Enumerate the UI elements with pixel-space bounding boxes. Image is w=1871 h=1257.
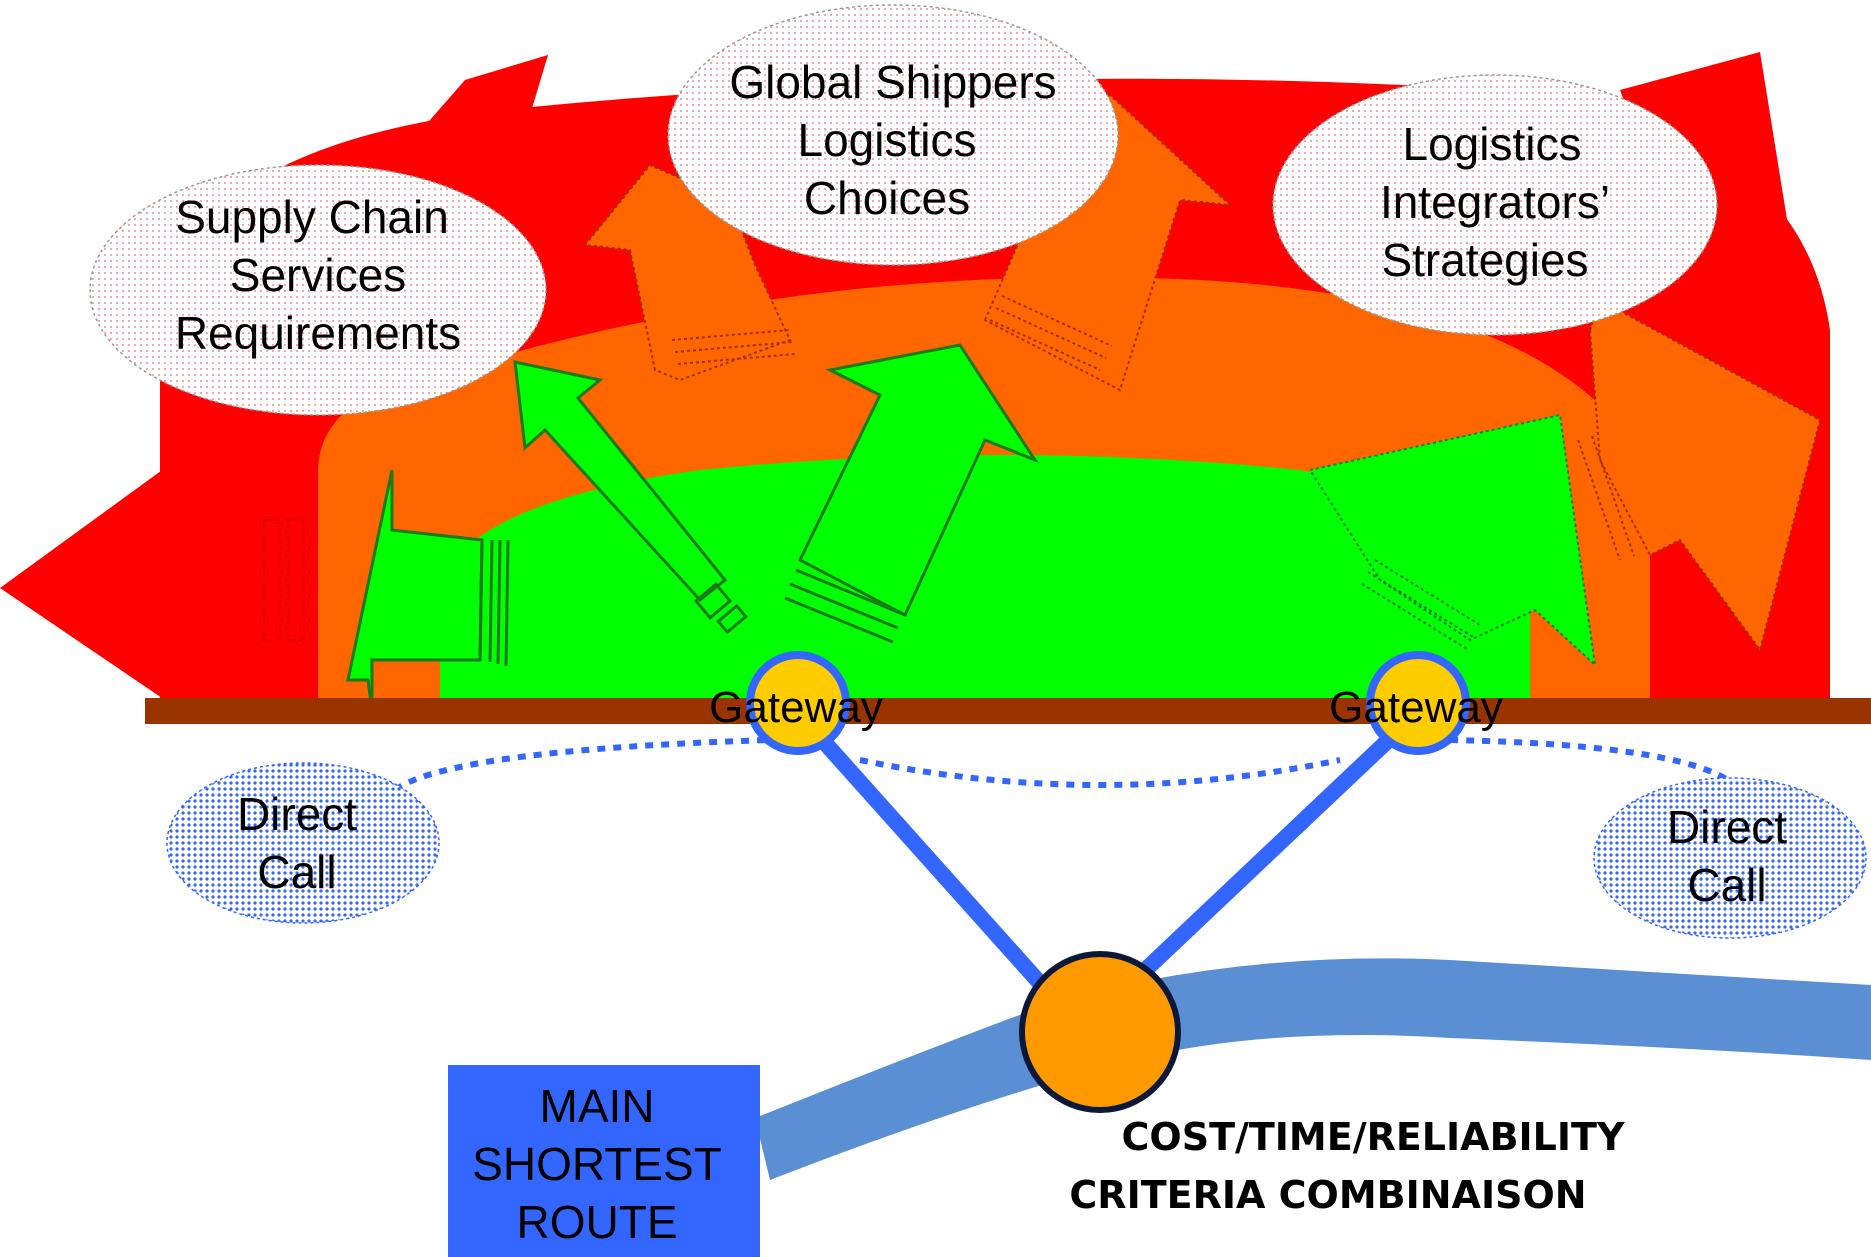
bubble-integrators-line1: Logistics (1403, 118, 1582, 170)
bubble-supply-chain: Supply Chain Services Requirements (89, 164, 547, 416)
main-route-line1: MAIN (540, 1080, 655, 1132)
direct-call-right-line1: Direct (1667, 801, 1787, 853)
bubble-integrators-line2: Integrators’ (1380, 176, 1610, 228)
direct-call-left: Direct Call (166, 762, 440, 924)
bubble-global-shippers-line2: Logistics (798, 114, 977, 166)
top-left-red-arrow (395, 55, 580, 220)
direct-call-links (393, 737, 1743, 793)
bubble-supply-chain-line1: Supply Chain (175, 191, 449, 243)
bubble-supply-chain-line2: Services (230, 249, 406, 301)
bubble-global-shippers: Global Shippers Logistics Choices (667, 4, 1119, 266)
criteria-line2: CRITERIA COMBINAISON (1069, 1173, 1586, 1217)
bubble-integrators: Logistics Integrators’ Strategies (1272, 74, 1718, 336)
orange-arrow-right (1588, 298, 1822, 653)
criteria-line1: COST/TIME/RELIABILITY (1122, 1115, 1625, 1159)
orange-arrow-left (583, 163, 792, 382)
main-route-line3: ROUTE (517, 1196, 678, 1248)
bubble-global-shippers-line3: Choices (804, 172, 970, 224)
main-route-box: MAIN SHORTEST ROUTE (448, 1065, 760, 1257)
bubble-global-shippers-line1: Global Shippers (729, 56, 1056, 108)
gateway-left-label: Gateway (709, 683, 883, 732)
gateway-left: Gateway (709, 651, 883, 755)
ground-line (145, 698, 1871, 724)
direct-call-left-line2: Call (257, 846, 336, 898)
green-arrow-left (346, 469, 484, 711)
green-arrow-up (798, 343, 1039, 618)
bubble-supply-chain-line3: Requirements (175, 307, 461, 359)
green-arrow-thin (513, 360, 728, 603)
direct-call-left-line1: Direct (237, 788, 357, 840)
gateway-links (792, 707, 1423, 1008)
direct-call-right-line2: Call (1687, 859, 1766, 911)
gateway-right: Gateway (1329, 651, 1503, 755)
gateway-right-label: Gateway (1329, 683, 1503, 732)
left-red-arrow (0, 468, 310, 700)
main-route-line2: SHORTEST (472, 1138, 722, 1190)
hub-node (1019, 951, 1181, 1113)
direct-call-right: Direct Call (1593, 777, 1867, 939)
bubble-integrators-line3: Strategies (1381, 234, 1588, 286)
inner-green-zone (346, 343, 1597, 711)
